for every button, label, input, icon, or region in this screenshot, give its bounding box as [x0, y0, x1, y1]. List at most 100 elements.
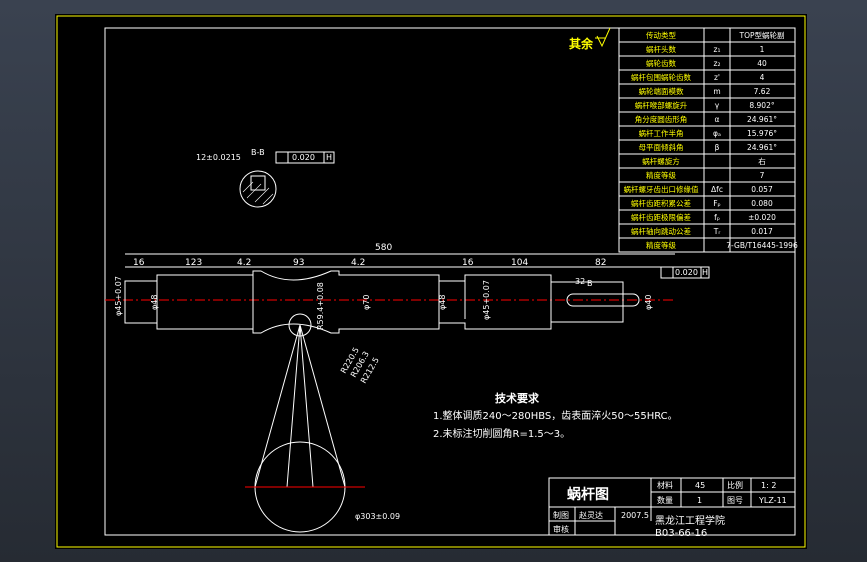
- param-name: 蜗杆包围蜗轮齿数: [631, 72, 691, 82]
- param-name: 角分度圆齿形角: [635, 114, 688, 124]
- param-sym: Tᵣ: [713, 227, 721, 236]
- param-sym: fₚ: [714, 213, 720, 222]
- title-block: [548, 477, 796, 536]
- notes-title: 技术要求: [495, 391, 540, 405]
- qty-value: 1: [697, 496, 702, 505]
- tol-datum-2: H: [702, 268, 708, 277]
- drawing-code: B03-66-16: [655, 528, 707, 539]
- section-datum: H: [326, 153, 332, 162]
- param-name: 精度等级: [646, 240, 676, 250]
- param-val: 7: [760, 171, 765, 180]
- section-dim: 12±0.0215: [196, 153, 241, 162]
- dim-42a: 4.2: [237, 258, 251, 268]
- param-val: 40: [757, 59, 767, 68]
- param-sym: m: [713, 87, 720, 96]
- param-name: 蜗杆螺牙齿出口修缘值: [624, 184, 699, 194]
- param-sym: β: [715, 143, 720, 152]
- notes-line2: 2.未标注切削圆角R=1.5～3。: [433, 427, 570, 440]
- dim-32: 32: [575, 277, 585, 286]
- dwg-value: YLZ-11: [758, 496, 787, 505]
- dim-total: 580: [375, 243, 392, 253]
- param-name: 蜗杆齿距极限偏差: [631, 212, 691, 222]
- param-sym: φₐ: [713, 129, 721, 138]
- section-marker-b: B: [587, 279, 593, 288]
- drawn-date: 2007.5: [621, 511, 649, 520]
- param-val: 4: [760, 73, 765, 82]
- param-sym: z₂: [714, 59, 721, 68]
- inner-frame: [104, 27, 796, 536]
- param-val: 0.057: [751, 185, 773, 194]
- dim-phi45a: φ45+0.07: [114, 276, 123, 316]
- param-name: 母平面倾斜角: [639, 142, 684, 152]
- section-tol: 0.020: [292, 153, 315, 162]
- outer-frame: [56, 15, 806, 548]
- dim-123: 123: [185, 258, 202, 268]
- scale-label: 比例: [727, 480, 743, 490]
- dim-phi48: φ48: [150, 295, 159, 310]
- param-sym: Fₚ: [713, 199, 721, 208]
- param-name: 传动类型: [646, 30, 676, 40]
- roughness-symbol-icon: [595, 27, 611, 48]
- param-val: 右: [758, 156, 766, 166]
- param-val: 24.961°: [747, 115, 777, 124]
- param-val: TOP型蜗轮副: [738, 30, 784, 40]
- tol-frame-icon: [275, 151, 289, 164]
- section-label: B-B: [251, 148, 265, 157]
- section-circle: [239, 170, 277, 208]
- dwg-label: 图号: [727, 496, 743, 505]
- param-sym: Δfc: [711, 185, 723, 194]
- param-sym: z₁: [714, 45, 721, 54]
- worm-wheel-profile: [245, 313, 365, 533]
- notes-line1: 1.整体调质240～280HBS，齿表面淬火50～55HRC。: [433, 409, 678, 422]
- runout-icon: [660, 266, 674, 279]
- tol-value-2: 0.020: [675, 268, 698, 277]
- param-val: 8.902°: [749, 101, 774, 110]
- param-name: 蜗杆螺旋方: [642, 156, 680, 166]
- param-val: 7.62: [754, 87, 771, 96]
- param-name: 蜗杆头数: [646, 44, 676, 54]
- dim-93: 93: [293, 258, 304, 268]
- param-val: 0.080: [751, 199, 773, 208]
- param-sym: z': [714, 73, 720, 82]
- param-val: 7-GB/T16445-1996: [726, 241, 798, 250]
- param-name: 蜗杆喉部螺旋升: [635, 100, 688, 110]
- dim-16a: 16: [133, 258, 145, 268]
- top-dimensions: 580 16 123 4.2 93 4.2 16 104 82: [125, 243, 675, 268]
- param-sym: α: [715, 115, 720, 124]
- drawn-label: 制图: [553, 510, 569, 520]
- section-bb: B-B 12±0.0215 0.020 H: [196, 148, 335, 208]
- roughness-note: 其余: [569, 36, 594, 51]
- param-name: 蜗杆工作半角: [639, 128, 684, 138]
- diameter-labels: φ45+0.07 φ48 R59.4+0.08 φ70 φ48 φ45+0.07…: [114, 276, 653, 330]
- dim-82: 82: [595, 258, 606, 268]
- param-name: 蜗轮齿数: [646, 58, 676, 68]
- dim-104: 104: [511, 258, 528, 268]
- check-label: 审核: [553, 524, 569, 534]
- param-val: ±0.020: [748, 213, 776, 222]
- dim-42b: 4.2: [351, 258, 365, 268]
- param-name: 蜗轮端面模数: [639, 86, 684, 96]
- worm-shaft: [105, 270, 675, 334]
- param-val: 24.961°: [747, 143, 777, 152]
- scale-value: 1: 2: [761, 481, 776, 490]
- drawing-sheet[interactable]: 其余 传动类型 TOP型蜗轮副蜗杆头数 z₁ 1 蜗轮齿数 z₂ 40 蜗杆包围蜗轮齿数 z' 4…: [55, 14, 807, 549]
- mat-label: 材料: [657, 480, 673, 490]
- param-name: 精度等级: [646, 170, 676, 180]
- dim-phi70: φ70: [362, 295, 371, 310]
- param-val: 15.976°: [747, 129, 777, 138]
- dim-phi48b: φ48: [438, 295, 447, 310]
- qty-label: 数量: [657, 495, 673, 505]
- drawn-by: 赵灵达: [579, 510, 603, 520]
- mat-value: 45: [695, 481, 705, 490]
- param-val: 1: [760, 45, 765, 54]
- param-val: 0.017: [751, 227, 773, 236]
- param-sym: γ: [715, 101, 720, 110]
- school-name: 黑龙江工程学院: [655, 514, 725, 527]
- param-name: 蜗杆齿距积累公差: [631, 198, 691, 208]
- dim-phi40: φ40: [644, 295, 653, 310]
- dim-r59: R59.4+0.08: [316, 282, 325, 330]
- dim-phi45b: φ45+0.07: [482, 280, 491, 320]
